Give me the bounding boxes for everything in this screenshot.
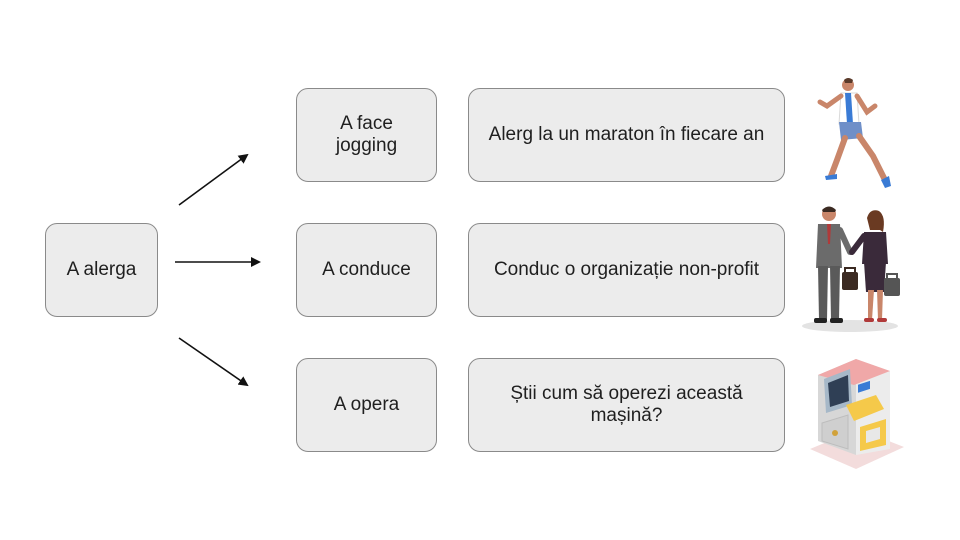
- business-people-icon: [802, 206, 900, 332]
- verb-node-1: A face jogging: [296, 88, 437, 182]
- machine-icon: [810, 359, 904, 469]
- sentence-node-3: Știi cum să operezi această mașină?: [468, 358, 785, 452]
- root-node-label: A alerga: [66, 259, 137, 280]
- sentence-node-2-label: Conduc o organizație non-profit: [493, 259, 760, 280]
- arrow-to-row-3: [178, 337, 249, 387]
- sentence-node-1: Alerg la un maraton în fiecare an: [468, 88, 785, 182]
- sentence-node-2: Conduc o organizație non-profit: [468, 223, 785, 317]
- verb-node-3: A opera: [296, 358, 437, 452]
- verb-node-2-label: A conduce: [322, 259, 411, 280]
- sentence-node-3-label: Știi cum să operezi această mașină?: [510, 383, 743, 426]
- sentence-node-1-label: Alerg la un maraton în fiecare an: [488, 124, 765, 145]
- root-node: A alerga: [45, 223, 158, 317]
- verb-node-2: A conduce: [296, 223, 437, 317]
- arrow-to-row-1: [178, 153, 249, 206]
- verb-node-1-label: A face jogging: [335, 113, 398, 156]
- runner-icon: [817, 78, 891, 188]
- verb-node-3-label: A opera: [333, 394, 400, 415]
